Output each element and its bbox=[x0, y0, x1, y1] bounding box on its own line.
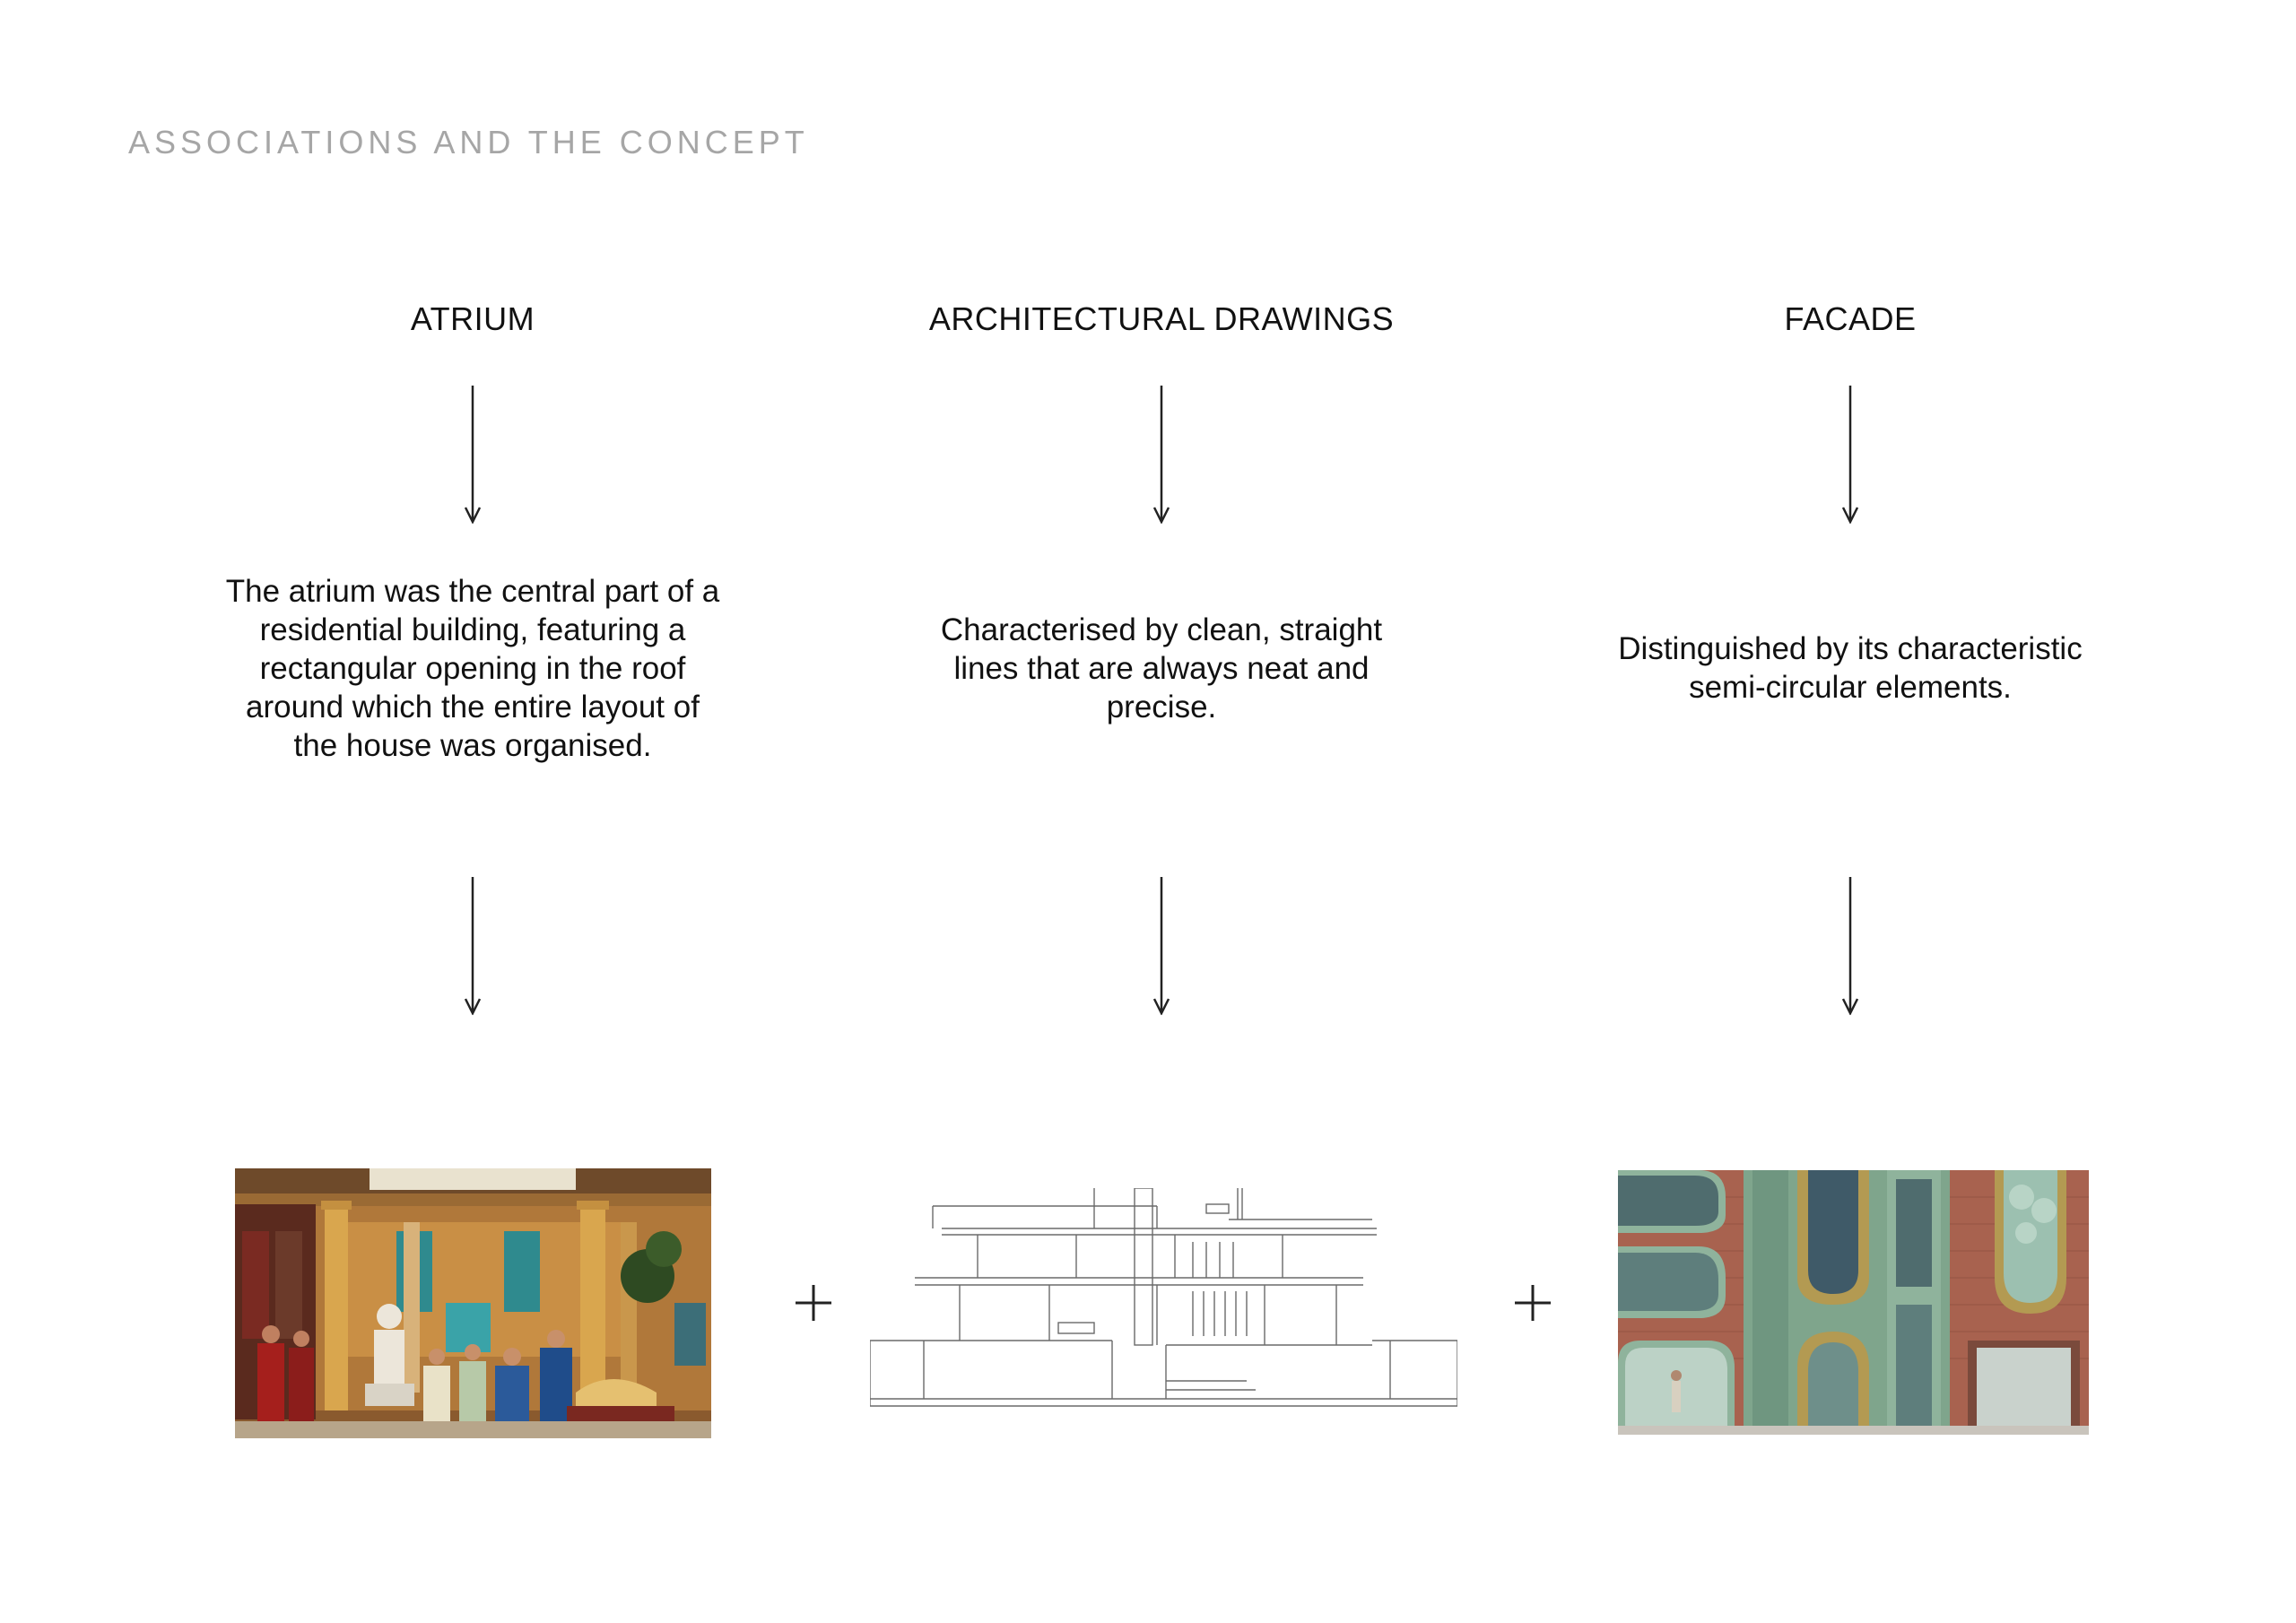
facade-rendering-image bbox=[1618, 1170, 2089, 1435]
architectural-sketch-image bbox=[870, 1188, 1457, 1407]
arrow-down-icon bbox=[464, 386, 482, 524]
arrow-down-icon bbox=[464, 877, 482, 1015]
column-heading: FACADE bbox=[1784, 300, 1917, 337]
column-description-box: Distinguished by its characteristic semi… bbox=[1563, 569, 2137, 767]
column-heading: ATRIUM bbox=[410, 300, 535, 337]
arrow-down-icon bbox=[1152, 877, 1170, 1015]
page-title: ASSOCIATIONS AND THE CONCEPT bbox=[128, 124, 809, 161]
column-description: Distinguished by its characteristic semi… bbox=[1618, 631, 2083, 705]
column-heading: ARCHITECTURAL DRAWINGS bbox=[928, 300, 1395, 337]
column-description: The atrium was the central part of a res… bbox=[225, 573, 720, 763]
column-description: Characterised by clean, straight lines t… bbox=[940, 612, 1383, 725]
plus-icon bbox=[796, 1285, 831, 1321]
column-description-box: The atrium was the central part of a res… bbox=[186, 569, 760, 767]
arrow-down-icon bbox=[1841, 877, 1859, 1015]
arrow-down-icon bbox=[1841, 386, 1859, 524]
column-description-box: Characterised by clean, straight lines t… bbox=[874, 569, 1448, 767]
atrium-painting-image bbox=[235, 1168, 711, 1438]
arrow-down-icon bbox=[1152, 386, 1170, 524]
plus-icon bbox=[1515, 1285, 1551, 1321]
